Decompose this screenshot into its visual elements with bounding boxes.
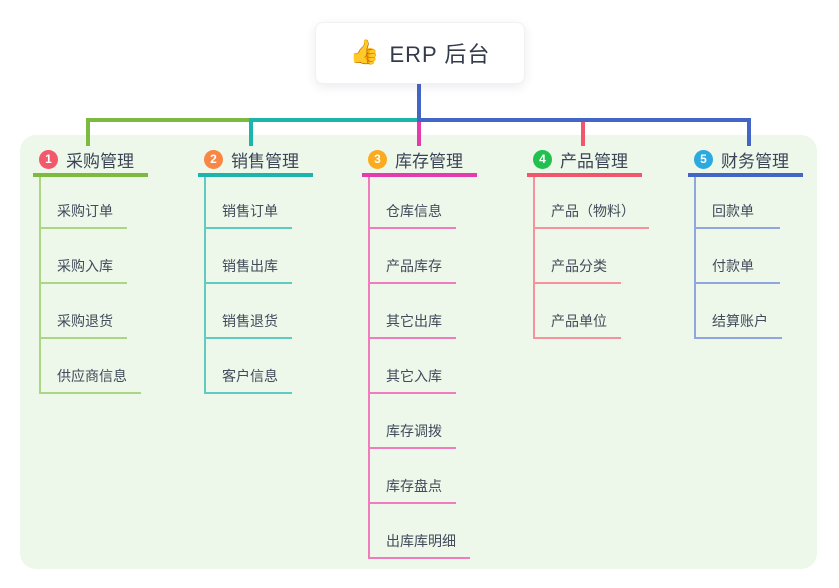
child-node-label: 仓库信息 bbox=[386, 203, 442, 219]
child-node-label: 出库库明细 bbox=[386, 533, 456, 549]
child-node-label: 库存盘点 bbox=[386, 478, 442, 494]
root-node-label: ERP 后台 bbox=[389, 42, 491, 67]
branch-label: 财务管理 bbox=[721, 152, 789, 171]
child-node-label: 结算账户 bbox=[712, 313, 768, 329]
child-node-label: 采购订单 bbox=[57, 203, 113, 219]
connector-bus-segment-2 bbox=[249, 118, 419, 122]
child-node[interactable]: 回款单 bbox=[696, 177, 780, 229]
child-node[interactable]: 采购订单 bbox=[41, 177, 127, 229]
child-node[interactable]: 供应商信息 bbox=[41, 339, 141, 394]
branch-node-5[interactable]: 5 财务管理 bbox=[688, 146, 803, 177]
child-node-label: 其它出库 bbox=[386, 313, 442, 329]
connector-bus-segment-1 bbox=[86, 118, 251, 122]
branch-number-badge: 5 bbox=[694, 150, 713, 169]
branch-label: 库存管理 bbox=[395, 152, 463, 171]
branch-node-4[interactable]: 4 产品管理 bbox=[527, 146, 642, 177]
child-node-label: 产品（物料） bbox=[551, 203, 635, 219]
branch-number-badge: 4 bbox=[533, 150, 552, 169]
child-node-label: 回款单 bbox=[712, 203, 754, 219]
child-node[interactable]: 销售订单 bbox=[206, 177, 292, 229]
child-node-label: 销售订单 bbox=[222, 203, 278, 219]
branch-5: 5 财务管理回款单付款单结算账户 bbox=[688, 146, 803, 339]
child-node[interactable]: 采购入库 bbox=[41, 229, 127, 284]
child-node[interactable]: 产品（物料） bbox=[535, 177, 649, 229]
child-node[interactable]: 结算账户 bbox=[696, 284, 782, 339]
child-node[interactable]: 仓库信息 bbox=[370, 177, 456, 229]
child-node[interactable]: 其它出库 bbox=[370, 284, 456, 339]
thumbs-up-icon: 👍 bbox=[349, 39, 380, 66]
branch-background-panel bbox=[20, 135, 817, 569]
child-node[interactable]: 库存盘点 bbox=[370, 449, 456, 504]
branch-node-3[interactable]: 3 库存管理 bbox=[362, 146, 477, 177]
branch-4: 4 产品管理产品（物料） 产品分类产品单位 bbox=[527, 146, 649, 339]
child-node[interactable]: 客户信息 bbox=[206, 339, 292, 394]
child-node-label: 产品单位 bbox=[551, 313, 607, 329]
child-node[interactable]: 库存调拨 bbox=[370, 394, 456, 449]
branch-node-2[interactable]: 2 销售管理 bbox=[198, 146, 313, 177]
child-node-label: 库存调拨 bbox=[386, 423, 442, 439]
branch-node-1[interactable]: 1 采购管理 bbox=[33, 146, 148, 177]
connector-drop-branch-4 bbox=[581, 118, 585, 146]
branch-label: 采购管理 bbox=[66, 152, 134, 171]
branch-children: 销售订单销售出库销售退货客户信息 bbox=[204, 177, 292, 394]
child-node[interactable]: 采购退货 bbox=[41, 284, 127, 339]
child-node-label: 销售退货 bbox=[222, 313, 278, 329]
branch-label: 产品管理 bbox=[560, 152, 628, 171]
child-node[interactable]: 付款单 bbox=[696, 229, 780, 284]
root-node[interactable]: 👍 ERP 后台 bbox=[315, 22, 525, 84]
branch-number-badge: 2 bbox=[204, 150, 223, 169]
child-node[interactable]: 产品单位 bbox=[535, 284, 621, 339]
branch-children: 回款单付款单结算账户 bbox=[694, 177, 782, 339]
branch-children: 仓库信息产品库存其它出库其它入库库存调拨库存盘点出库库明细 bbox=[368, 177, 470, 559]
branch-number-badge: 3 bbox=[368, 150, 387, 169]
child-node[interactable]: 产品分类 bbox=[535, 229, 621, 284]
connector-drop-branch-1 bbox=[86, 118, 90, 146]
branch-children: 采购订单采购入库采购退货供应商信息 bbox=[39, 177, 141, 394]
branch-3: 3 库存管理仓库信息产品库存其它出库其它入库库存调拨库存盘点出库库明细 bbox=[362, 146, 477, 559]
connector-drop-branch-5 bbox=[747, 118, 751, 146]
child-node[interactable]: 产品库存 bbox=[370, 229, 456, 284]
child-node[interactable]: 销售出库 bbox=[206, 229, 292, 284]
child-node-label: 销售出库 bbox=[222, 258, 278, 274]
child-node[interactable]: 其它入库 bbox=[370, 339, 456, 394]
child-node-label: 采购退货 bbox=[57, 313, 113, 329]
child-node-label: 其它入库 bbox=[386, 368, 442, 384]
child-node[interactable]: 出库库明细 bbox=[370, 504, 470, 559]
child-node-label: 采购入库 bbox=[57, 258, 113, 274]
child-node-label: 客户信息 bbox=[222, 368, 278, 384]
branch-2: 2 销售管理销售订单销售出库销售退货客户信息 bbox=[198, 146, 313, 394]
connector-drop-branch-2 bbox=[249, 118, 253, 146]
child-node-label: 产品库存 bbox=[386, 258, 442, 274]
connector-root-trunk bbox=[417, 81, 421, 120]
child-node-label: 供应商信息 bbox=[57, 368, 127, 384]
connector-bus-segment-3 bbox=[417, 118, 751, 122]
connector-drop-branch-3 bbox=[417, 118, 421, 146]
branch-label: 销售管理 bbox=[231, 152, 299, 171]
child-node-label: 产品分类 bbox=[551, 258, 607, 274]
branch-1: 1 采购管理采购订单采购入库采购退货供应商信息 bbox=[33, 146, 148, 394]
child-node[interactable]: 销售退货 bbox=[206, 284, 292, 339]
branch-children: 产品（物料） 产品分类产品单位 bbox=[533, 177, 649, 339]
child-node-label: 付款单 bbox=[712, 258, 754, 274]
branch-number-badge: 1 bbox=[39, 150, 58, 169]
